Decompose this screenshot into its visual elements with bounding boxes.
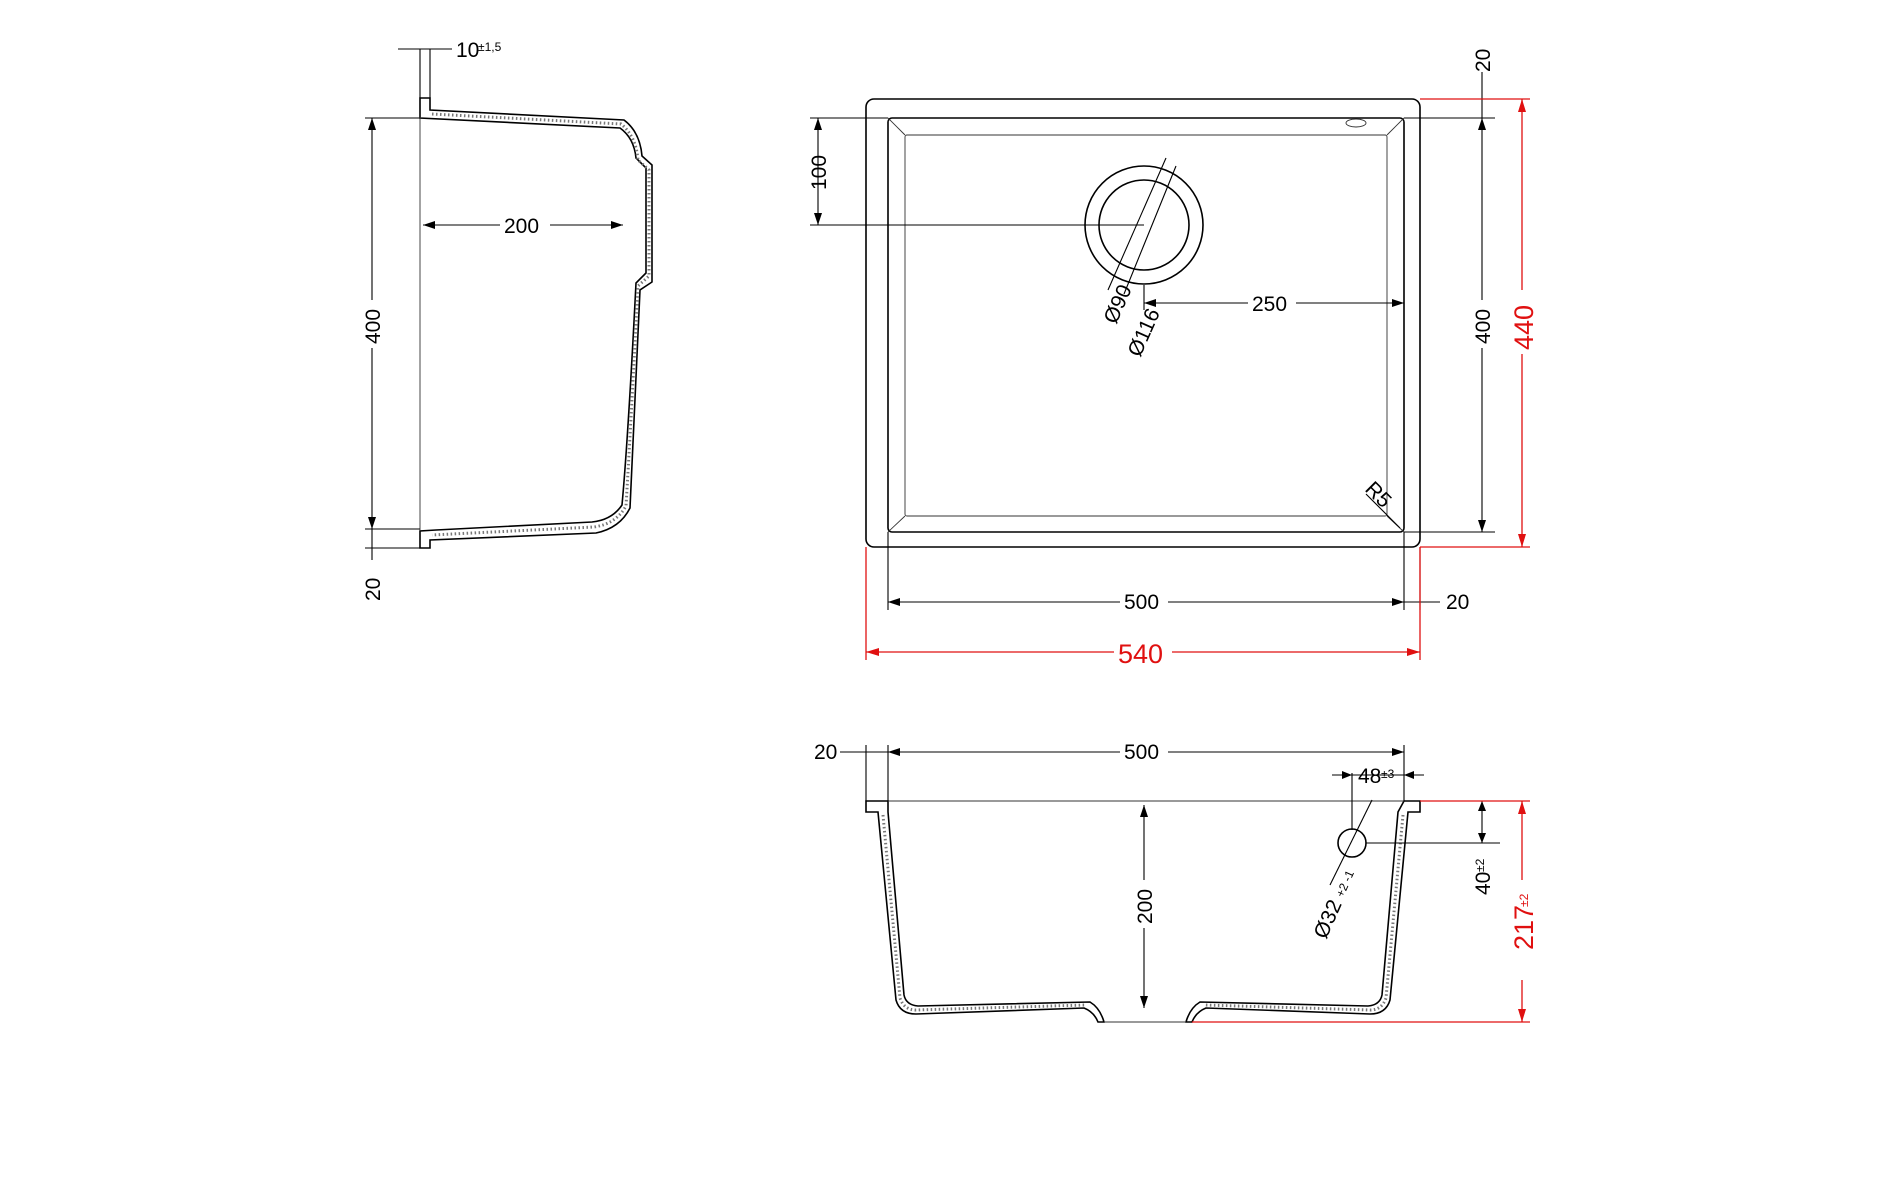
- front-view-outline-right: [1184, 800, 1421, 1023]
- flange-thickness-tolerance: ±1,5: [478, 40, 502, 54]
- top-view-inner-bowl: [887, 117, 1405, 533]
- top-view: 100 Ø90 Ø116 250 R5 20 400 440: [808, 49, 1540, 669]
- side-view: 10 ±1,5 200 400 20: [358, 39, 653, 601]
- top-view-bowl-floor: [904, 134, 1388, 517]
- overflow-height-tolerance: ±2: [1473, 858, 1487, 872]
- side-depth-label: 200: [504, 215, 539, 238]
- side-rim-label: 20: [362, 578, 385, 601]
- drain-outer-label: Ø116: [1124, 305, 1165, 360]
- total-height-tolerance: ±2: [1517, 893, 1531, 907]
- side-rim-width-label: 20: [1446, 591, 1469, 614]
- side-view-outline: [419, 97, 653, 549]
- front-depth-label: 200: [1134, 889, 1157, 924]
- overflow-offset-label: 48: [1358, 765, 1381, 788]
- front-rim-label: 20: [814, 741, 837, 764]
- top-inner-width-label: 500: [1124, 591, 1159, 614]
- front-view-hatch-left: [881, 814, 1087, 1012]
- flange-thickness-label: 10: [456, 39, 479, 62]
- overflow-slot: [1345, 118, 1367, 128]
- front-view-outline: [865, 800, 1106, 1023]
- side-length-label: 400: [362, 309, 385, 344]
- outer-width-label: 540: [1118, 639, 1163, 669]
- front-view: 20 500 48 ±3 200 Ø32 +2 -1 40 ±2: [814, 738, 1540, 1023]
- inner-length-label: 400: [1472, 309, 1495, 344]
- drain-offset-label: 100: [808, 155, 831, 190]
- corner-radius-label: R5: [1360, 477, 1395, 512]
- drain-inner-label: Ø90: [1100, 281, 1137, 327]
- overflow-height-label: 40: [1472, 872, 1495, 895]
- top-rim-label: 20: [1472, 49, 1495, 72]
- overflow-diameter-label: Ø32: [1310, 896, 1347, 942]
- side-view-hatch: [431, 112, 651, 537]
- overflow-hole: [1337, 828, 1367, 858]
- top-view-outer-rim: [865, 98, 1421, 548]
- drain-to-edge-label: 250: [1252, 293, 1287, 316]
- total-height-label: 217: [1509, 905, 1539, 950]
- overflow-offset-tolerance: ±3: [1381, 767, 1395, 781]
- outer-length-label: 440: [1509, 305, 1539, 350]
- front-view-hatch-right: [1203, 814, 1405, 1012]
- front-inner-width-label: 500: [1124, 741, 1159, 764]
